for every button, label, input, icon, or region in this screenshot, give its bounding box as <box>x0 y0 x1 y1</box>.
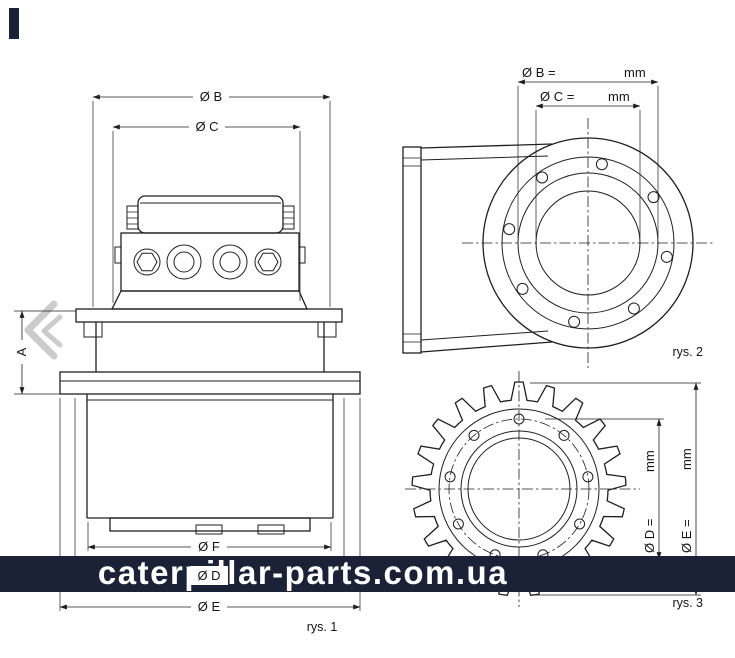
dim-label-d-equals: Ø D = <box>642 519 657 553</box>
figure3-caption: rys. 3 <box>672 596 703 610</box>
dim-unit-e-mm: mm <box>679 448 694 470</box>
dim-label-diameter-d: Ø D <box>197 568 220 583</box>
dim-unit-d-mm: mm <box>642 450 657 472</box>
hex-plug-right <box>257 252 279 272</box>
dim-label-diameter-f: Ø F <box>198 539 220 554</box>
side-flange <box>402 146 422 354</box>
mounting-flange <box>59 371 361 395</box>
figure2-caption: rys. 2 <box>672 345 703 359</box>
port-left <box>166 244 202 280</box>
chevron-watermark-icon <box>24 300 63 360</box>
dim-label-diameter-c: Ø C <box>195 119 218 134</box>
dim-unit-c-mm: mm <box>608 89 630 104</box>
housing-transition <box>110 290 309 310</box>
final-drive-front-view <box>59 195 361 535</box>
dim-label-diameter-e: Ø E <box>198 599 221 614</box>
watermark-band: caterpillar-parts.com.ua Ø D <box>0 554 735 592</box>
bottom-cap <box>109 517 311 532</box>
corner-watermark-bar <box>9 8 19 39</box>
dim-label-b-equals: Ø B = <box>522 65 556 80</box>
dim-label-a: A <box>14 347 29 356</box>
upper-flange <box>75 308 343 323</box>
side-view-bolt-holes <box>503 158 673 328</box>
final-drive-side-view <box>402 118 714 368</box>
dim-unit-b-mm: mm <box>624 65 646 80</box>
dim-label-c-equals: Ø C = <box>540 89 574 104</box>
motor-top-cap <box>137 195 284 234</box>
side-view-centerlines <box>462 118 714 368</box>
figure2-dimensions: Ø B = mm Ø C = mm <box>517 65 659 238</box>
dim-label-e-equals: Ø E = <box>679 519 694 553</box>
port-right <box>212 244 248 280</box>
figure1-caption: rys. 1 <box>307 620 338 634</box>
hex-plug-left <box>136 252 158 272</box>
valve-body <box>120 232 300 292</box>
watermark-text: caterpillar-parts.com.ua <box>98 554 508 591</box>
figure1-dimensions: Ø B Ø C A Ø F Ø E <box>13 89 361 614</box>
watermark-band-background <box>0 556 735 592</box>
motor-drum <box>86 394 334 519</box>
dim-label-diameter-b: Ø B <box>200 89 222 104</box>
sprocket-bolt-holes <box>444 413 594 561</box>
